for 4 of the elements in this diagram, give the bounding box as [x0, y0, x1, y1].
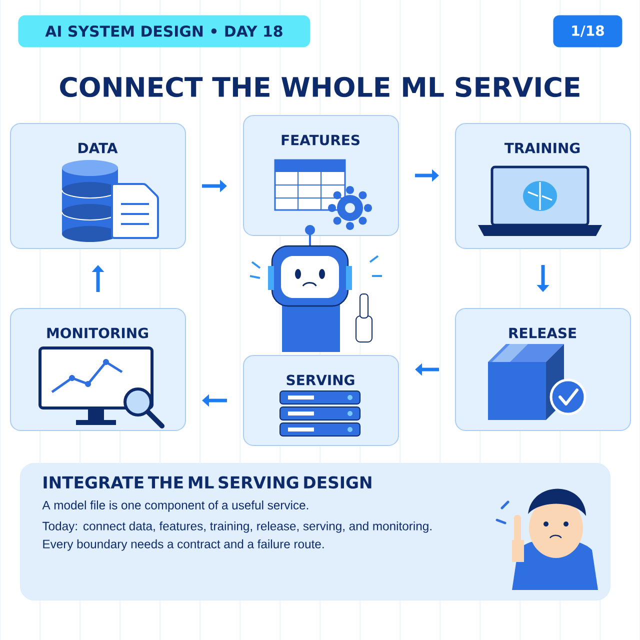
- title: CONNECT THE WHOLE ML SERVICE: [60, 76, 580, 98]
- info-panel: INTEGRATE THE ML SERVING DESIGN A model file is one component of a useful service. Today: connect data, features, training, release, serving, and monitoring. Every boundary needs a contract and a failure route.: [20, 463, 610, 600]
- series-badge: AI SYSTEM DESIGN • DAY 18: [18, 15, 310, 48]
- page-badge: 1/18: [553, 15, 622, 48]
